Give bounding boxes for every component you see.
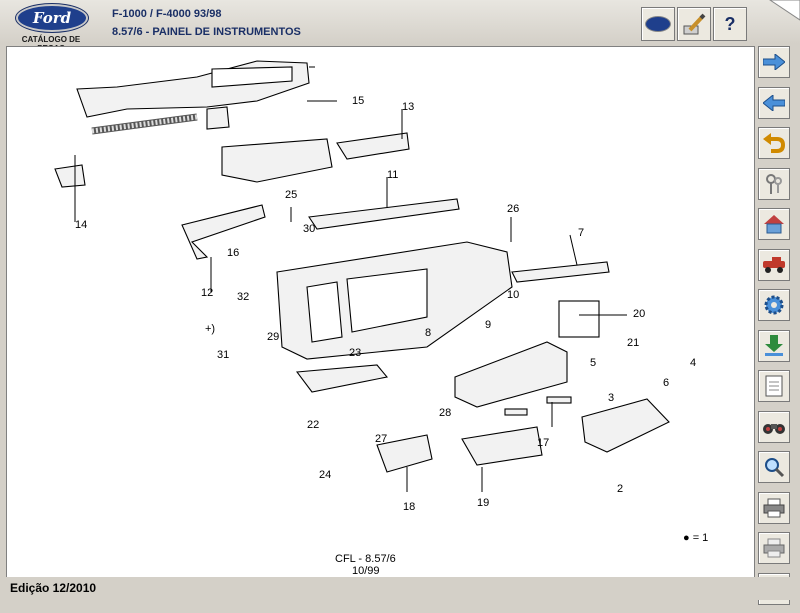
ford-badge-icon <box>645 16 671 32</box>
exploded-view-drawing <box>54 60 670 492</box>
callout-2[interactable]: 2 <box>617 483 624 495</box>
callout-plus[interactable]: +) <box>205 323 216 335</box>
keys-button[interactable] <box>758 167 790 200</box>
diagram-date: 10/99 <box>352 565 380 577</box>
return-arrow-icon <box>763 133 785 153</box>
truck-icon <box>763 256 785 273</box>
callout-17[interactable]: 17 <box>537 437 550 449</box>
document-icon <box>765 375 783 397</box>
ford-logo-oval: Ford <box>16 4 88 32</box>
callout-16[interactable]: 16 <box>227 247 240 259</box>
print-preview-button[interactable] <box>758 532 790 564</box>
edition-label: Edição 12/2010 <box>10 581 97 595</box>
pencil-icon <box>683 13 706 35</box>
zoom-button[interactable] <box>758 451 790 483</box>
callout-28[interactable]: 28 <box>439 407 452 419</box>
find-button[interactable] <box>758 410 790 443</box>
callout-14[interactable]: 14 <box>75 219 88 231</box>
catalog-home-button[interactable] <box>641 7 675 41</box>
printer-preview-icon <box>763 538 785 558</box>
section-title: 8.57/6 - PAINEL DE INSTRUMENTOS <box>112 26 301 38</box>
vehicle-button[interactable] <box>758 248 790 281</box>
document-button[interactable] <box>758 370 790 402</box>
callout-24[interactable]: 24 <box>319 469 332 481</box>
help-icon: ? <box>724 13 736 34</box>
callout-29-top[interactable]: 29 <box>267 331 280 343</box>
tool-sidebar <box>758 46 792 613</box>
return-button[interactable] <box>758 127 790 159</box>
callout-9[interactable]: 9 <box>485 319 492 331</box>
callout-27[interactable]: 27 <box>375 433 388 445</box>
keys-icon <box>766 173 782 194</box>
settings-button[interactable] <box>758 289 790 321</box>
callout-23[interactable]: 23 <box>349 347 362 359</box>
callout-11[interactable]: 11 <box>387 169 399 181</box>
help-button[interactable]: ? <box>713 7 747 41</box>
callout-15[interactable]: 15 <box>352 95 365 107</box>
callout-12[interactable]: 12 <box>201 287 214 299</box>
gear-icon <box>764 295 784 315</box>
download-button[interactable] <box>758 329 790 362</box>
parts-diagram: 15 13 11 14 25 26 7 30 16 12 32 29 10 9 … <box>6 46 755 578</box>
callout-32-top[interactable]: 32 <box>237 291 250 303</box>
magnifier-icon <box>765 458 785 478</box>
callout-22[interactable]: 22 <box>307 419 320 431</box>
callout-4[interactable]: 4 <box>690 357 697 369</box>
callout-25[interactable]: 25 <box>285 189 298 201</box>
home-button[interactable] <box>758 208 790 240</box>
callout-19[interactable]: 19 <box>477 497 490 509</box>
arrow-left-icon <box>763 94 785 111</box>
status-bar: Edição 12/2010 <box>0 577 800 600</box>
legend-note: ● = 1 <box>683 532 709 544</box>
diagram-reference: CFL - 8.57/6 <box>335 553 396 565</box>
callout-30[interactable]: 30 <box>303 223 316 235</box>
house-icon <box>764 215 784 234</box>
binoculars-icon <box>763 423 785 434</box>
model-title: F-1000 / F-4000 93/98 <box>112 8 222 20</box>
previous-button[interactable] <box>758 86 790 119</box>
download-icon <box>765 334 783 356</box>
callout-31[interactable]: 31 <box>217 349 230 361</box>
callout-6[interactable]: 6 <box>663 377 670 389</box>
edit-button[interactable] <box>677 7 711 41</box>
header-bar: Ford CATÁLOGO DE PEÇAS F-1000 / F-4000 9… <box>0 0 800 53</box>
next-button[interactable] <box>758 46 790 78</box>
callout-20[interactable]: 20 <box>633 308 646 320</box>
printer-icon <box>763 498 785 517</box>
callout-10[interactable]: 10 <box>507 289 520 301</box>
callout-13[interactable]: 13 <box>402 101 415 113</box>
callout-8[interactable]: 8 <box>425 327 432 339</box>
corner-fold-icon <box>769 0 800 21</box>
callout-3[interactable]: 3 <box>608 392 615 404</box>
callout-18[interactable]: 18 <box>403 501 416 513</box>
callout-26[interactable]: 26 <box>507 203 520 215</box>
callout-21[interactable]: 21 <box>627 337 640 349</box>
callout-7[interactable]: 7 <box>578 227 585 239</box>
callout-5[interactable]: 5 <box>590 357 597 369</box>
arrow-right-icon <box>763 54 785 70</box>
print-button[interactable] <box>758 491 790 524</box>
